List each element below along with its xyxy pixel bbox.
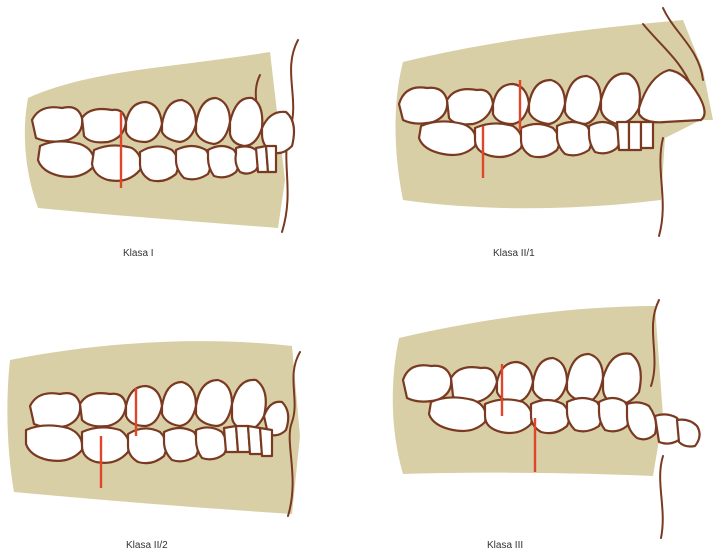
caption-class-2-1: Klasa II/1 [493,248,535,259]
class-2-2-illustration [0,276,363,552]
panel-class-1: Klasa I [0,0,363,276]
class-1-illustration [0,0,363,276]
caption-class-1: Klasa I [123,248,154,259]
panel-class-2-2: Klasa II/2 [0,276,363,552]
class-2-1-illustration [363,0,726,276]
panel-class-3: Klasa III [363,276,726,552]
caption-class-3: Klasa III [487,540,523,551]
class-3-illustration [363,276,726,552]
panel-class-2-1: Klasa II/1 [363,0,726,276]
lip-line [660,456,663,538]
caption-class-2-2: Klasa II/2 [126,540,168,551]
